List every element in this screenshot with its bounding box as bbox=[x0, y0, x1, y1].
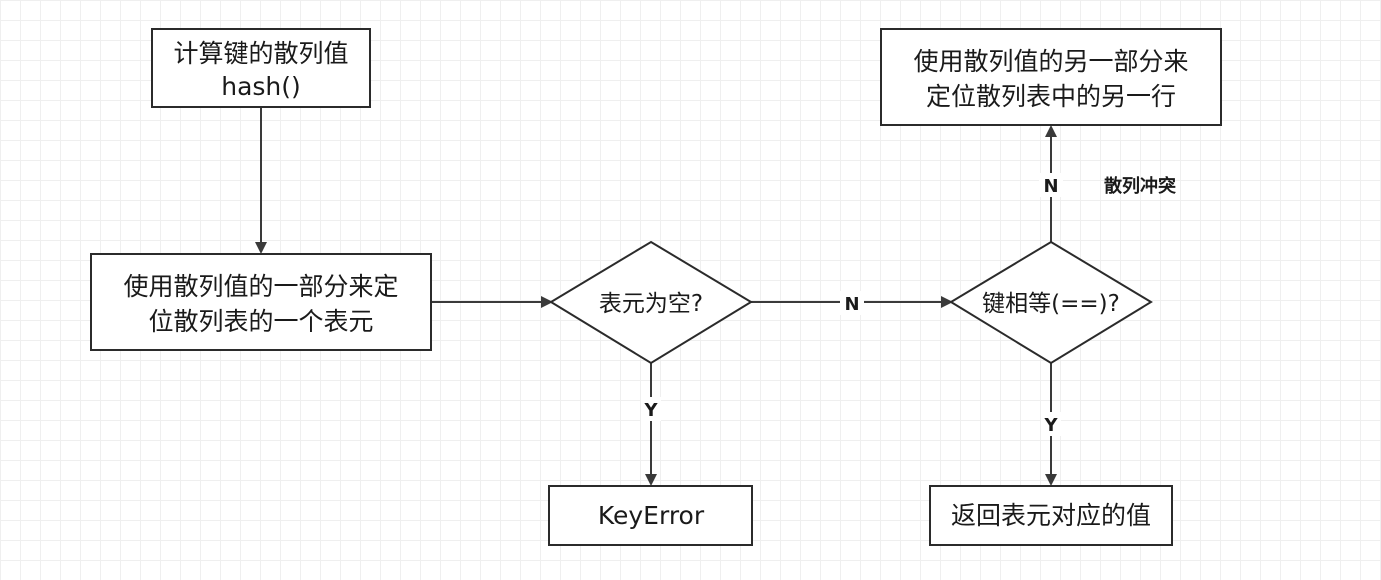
edge-label-empty-no: N bbox=[844, 294, 859, 315]
node-key-error-label: KeyError bbox=[598, 501, 705, 530]
node-key-error: KeyError bbox=[548, 485, 753, 546]
edge-label-equal-no: N bbox=[1043, 176, 1058, 197]
edge-labels-group: Y N Y N 散列冲突 bbox=[641, 173, 1176, 436]
edge-label-equal-yes: Y bbox=[1043, 415, 1058, 436]
node-keys-equal: 键相等(==)? bbox=[949, 240, 1153, 365]
node-locate-other: 使用散列值的另一部分来 定位散列表中的另一行 bbox=[880, 28, 1222, 126]
node-return-value-label: 返回表元对应的值 bbox=[951, 501, 1151, 530]
node-return-value: 返回表元对应的值 bbox=[929, 485, 1173, 546]
node-is-empty-label: 表元为空? bbox=[599, 291, 703, 317]
node-compute-hash-line2: hash() bbox=[221, 72, 301, 101]
node-locate-other-line1: 使用散列值的另一部分来 bbox=[913, 47, 1188, 76]
collision-annotation: 散列冲突 bbox=[1104, 175, 1176, 197]
node-locate-bucket: 使用散列值的一部分来定 位散列表的一个表元 bbox=[90, 253, 432, 351]
node-keys-equal-label: 键相等(==)? bbox=[982, 291, 1120, 317]
node-locate-bucket-line1: 使用散列值的一部分来定 bbox=[123, 272, 398, 301]
node-locate-other-line2: 定位散列表中的另一行 bbox=[926, 82, 1176, 111]
node-compute-hash: 计算键的散列值 hash() bbox=[151, 28, 371, 108]
edge-label-empty-yes: Y bbox=[643, 400, 658, 421]
node-is-empty: 表元为空? bbox=[549, 240, 753, 365]
node-locate-bucket-line2: 位散列表的一个表元 bbox=[148, 307, 373, 336]
node-compute-hash-line1: 计算键的散列值 bbox=[173, 39, 348, 68]
